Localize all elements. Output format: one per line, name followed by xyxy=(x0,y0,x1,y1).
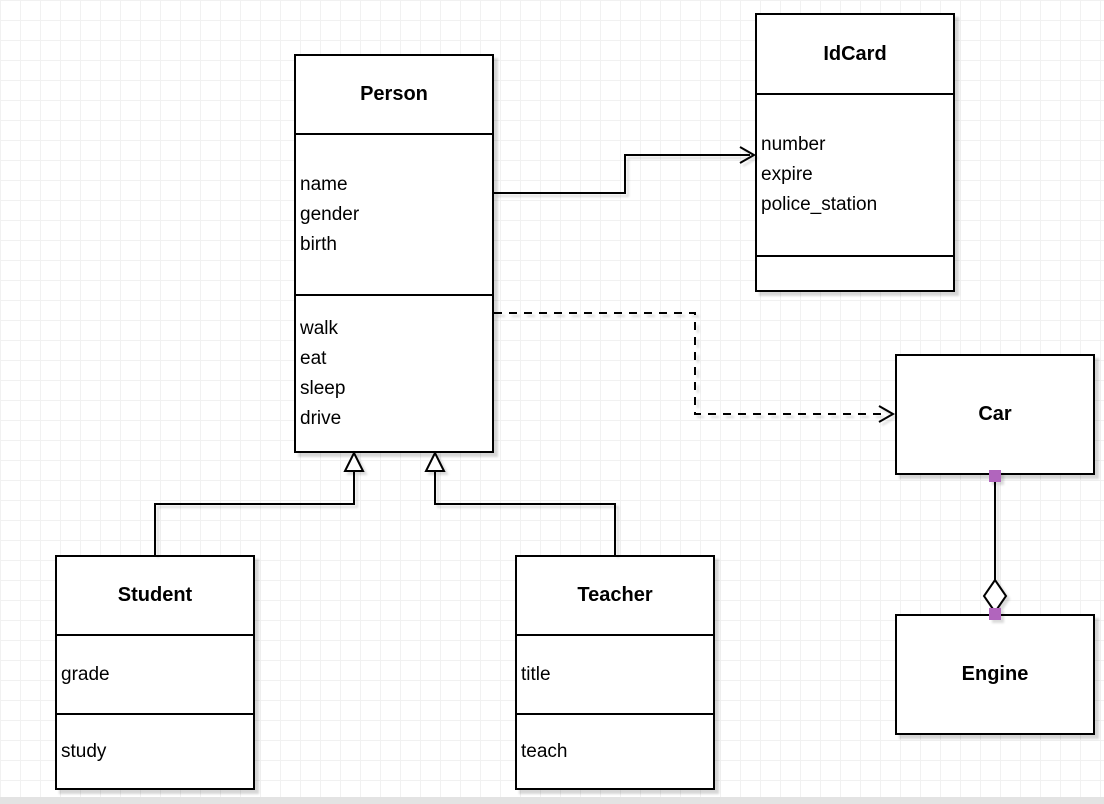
edge-person-idcard[interactable] xyxy=(494,146,757,194)
class-title-car: Car xyxy=(978,403,1012,425)
class-attributes-teacher: title xyxy=(517,634,713,713)
edge-person-car[interactable] xyxy=(494,312,896,423)
class-methods-teacher: teach xyxy=(517,713,713,788)
class-box-car[interactable]: Car xyxy=(895,354,1095,475)
attribute: grade xyxy=(61,663,110,685)
edge-teacher-person[interactable] xyxy=(424,450,616,555)
class-attributes-person: name gender birth xyxy=(296,133,492,294)
method: eat xyxy=(300,347,327,369)
class-box-teacher[interactable]: Teacher title teach xyxy=(515,555,715,790)
class-box-student[interactable]: Student grade study xyxy=(55,555,255,790)
attribute: title xyxy=(521,663,551,685)
class-title-teacher: Teacher xyxy=(577,584,653,606)
class-title-person: Person xyxy=(360,83,428,105)
class-title-student: Student xyxy=(117,584,193,606)
attribute: number xyxy=(761,134,826,155)
attribute: birth xyxy=(300,233,337,255)
class-box-idcard[interactable]: IdCard number expire police_station xyxy=(755,13,955,292)
class-attributes-idcard: number expire police_station xyxy=(757,93,953,255)
hollow-triangle-icon xyxy=(343,450,365,472)
attribute: police_station xyxy=(761,194,878,215)
class-title-idcard: IdCard xyxy=(823,42,887,65)
canvas-bottom-edge xyxy=(0,797,1104,804)
method: sleep xyxy=(300,377,346,399)
class-box-engine[interactable]: Engine xyxy=(895,614,1095,735)
attribute: gender xyxy=(300,203,360,225)
hollow-diamond-icon xyxy=(982,578,1008,614)
method: study xyxy=(61,740,107,762)
class-title-engine: Engine xyxy=(961,663,1029,685)
class-methods-person: walk eat sleep drive xyxy=(296,294,492,451)
edge-car-engine[interactable] xyxy=(982,470,1008,620)
attribute: name xyxy=(300,173,348,195)
class-attributes-student: grade xyxy=(57,634,253,713)
method: walk xyxy=(300,317,339,339)
open-arrowhead-icon xyxy=(878,405,896,423)
method: teach xyxy=(521,740,568,762)
hollow-triangle-icon xyxy=(424,450,446,472)
open-arrowhead-icon xyxy=(739,146,757,164)
class-methods-empty-idcard xyxy=(757,255,953,290)
class-methods-student: study xyxy=(57,713,253,788)
class-box-person[interactable]: Person name gender birth walk eat sleep … xyxy=(294,54,494,453)
method: drive xyxy=(300,407,342,429)
attribute: expire xyxy=(761,164,813,185)
edge-student-person[interactable] xyxy=(154,450,365,555)
